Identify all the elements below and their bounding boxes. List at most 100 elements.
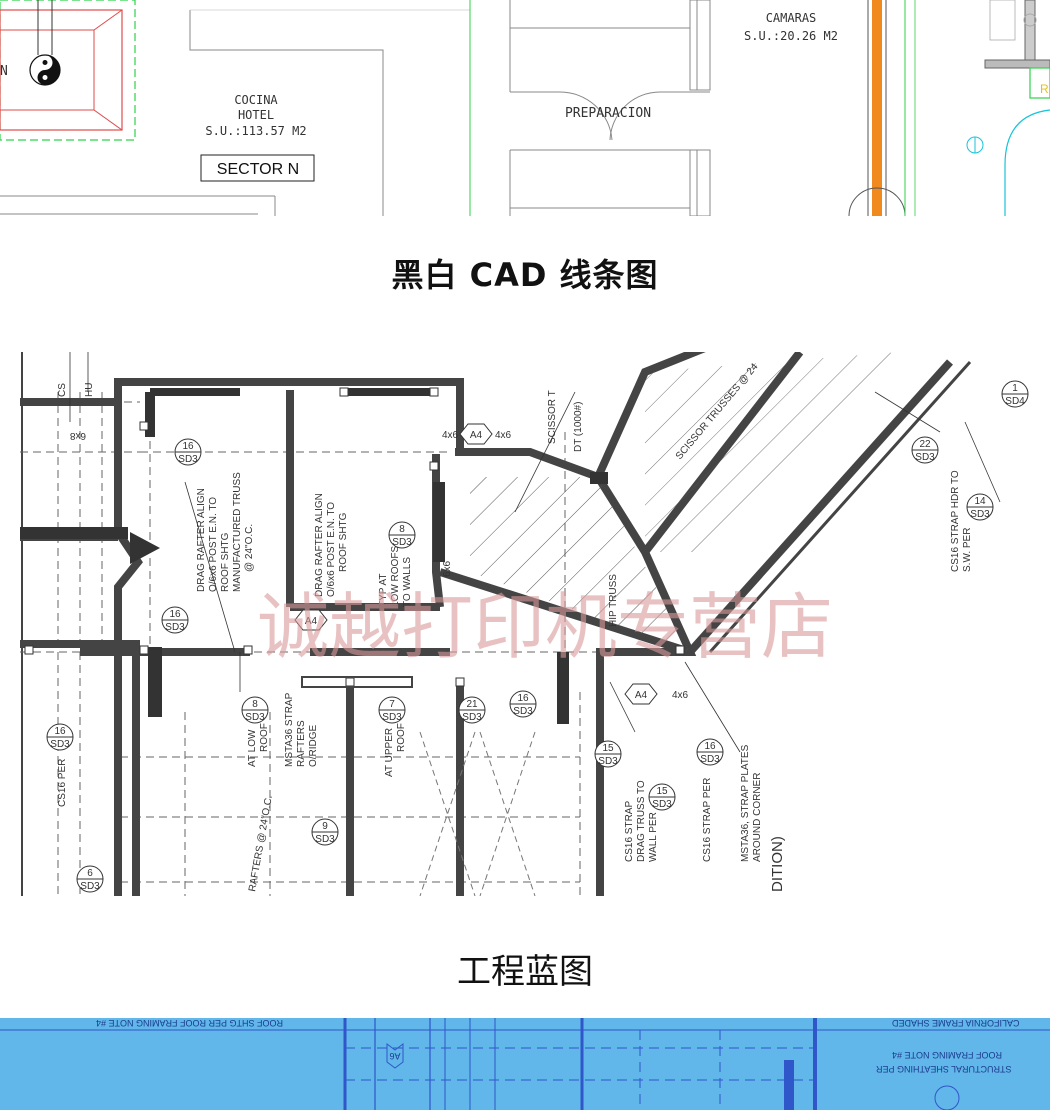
hex-tag	[624, 683, 658, 705]
eng-wall	[687, 359, 953, 655]
blueprint-note: ROOF SHTG PER ROOF FRAMING NOTE #4	[96, 1018, 283, 1028]
hex-tag	[294, 609, 328, 631]
eng-label: O/RIDGE	[308, 724, 319, 767]
eng-wall	[708, 360, 972, 654]
eng-post	[557, 652, 569, 724]
cad-wall	[689, 149, 711, 216]
eng-label: CS	[57, 383, 68, 397]
eng-label: CS16 STRAP	[624, 801, 635, 862]
eng-label: AT LOW	[247, 729, 258, 767]
caption-cad: 黑白 CAD 线条图	[391, 256, 659, 294]
eng-label: HU	[84, 383, 95, 397]
eng-hatch	[470, 477, 690, 652]
room-sub: HOTEL	[238, 108, 274, 122]
cad-floorplan: N COCINA HOTEL S.U.:113.57 M2 SECTOR N P…	[0, 0, 1050, 216]
eng-label: 4x6	[442, 430, 459, 441]
svg-text:SD4: SD4	[1005, 396, 1025, 407]
door-swing	[609, 91, 661, 141]
eng-label: TYP AT	[378, 573, 389, 607]
eng-hatch	[645, 352, 900, 552]
eng-label: 4x6	[495, 430, 512, 441]
eng-label: HIP TRUSS	[608, 574, 619, 627]
eng-label: ROOF	[396, 723, 407, 752]
blueprint-hex-tag	[386, 1043, 404, 1069]
cad-wall	[189, 10, 384, 216]
blueprint-note: CALIFORNIA FRAME SHADED	[892, 1018, 1020, 1028]
caption-engineering: 工程蓝图	[457, 952, 593, 992]
svg-text:SD3: SD3	[245, 712, 265, 723]
svg-text:SD3: SD3	[50, 739, 70, 750]
eng-label: DITION)	[769, 836, 786, 892]
cad-counter	[984, 59, 1050, 69]
sector-label: SECTOR N	[217, 161, 299, 178]
cad-edge-letter: N	[0, 64, 8, 79]
svg-text:6: 6	[87, 868, 93, 879]
svg-text:8: 8	[399, 524, 405, 535]
blueprint-note: ROOF FRAMING NOTE #4	[892, 1050, 1002, 1060]
svg-text:SD3: SD3	[165, 622, 185, 633]
svg-text:16: 16	[54, 726, 66, 737]
eng-leaders	[69, 352, 1001, 753]
room-name: COCINA	[234, 93, 278, 107]
svg-text:SD3: SD3	[382, 712, 402, 723]
svg-text:SD3: SD3	[392, 537, 412, 548]
svg-text:16: 16	[517, 693, 529, 704]
svg-text:1: 1	[1012, 383, 1018, 394]
eng-label: DRAG RAFTER ALIGN	[314, 493, 325, 597]
cad-line-drawing: N COCINA HOTEL S.U.:113.57 M2 SECTOR N P…	[0, 0, 1050, 216]
yin-yang-icon	[29, 54, 61, 86]
cad-cyan-fixture	[1004, 109, 1050, 216]
eng-beam	[150, 388, 240, 396]
svg-text:SD3: SD3	[598, 756, 618, 767]
eng-nail-marks	[24, 387, 685, 687]
svg-text:SD3: SD3	[80, 881, 100, 892]
svg-text:SD3: SD3	[178, 454, 198, 465]
svg-text:SD3: SD3	[970, 509, 990, 520]
eng-label: LOW ROOFS	[390, 546, 401, 607]
blueprint-drawing: A6 ROOF SHTG PER ROOF FRAMING NOTE #4 CA…	[0, 1018, 1050, 1110]
blueprint-note: STRUCTURAL SHEATHING PER	[876, 1064, 1012, 1074]
eng-label: RAFTERS @ 24"O.C.	[247, 794, 275, 892]
cad-edge-letter-right: R	[1040, 82, 1049, 96]
eng-label: S.W. PER	[962, 528, 973, 572]
blueprint-callout	[934, 1085, 960, 1110]
room-area: S.U.:113.57 M2	[205, 124, 306, 138]
cad-wall	[689, 0, 711, 91]
cad-green-outline	[0, 0, 136, 141]
engineering-drawing: CS HU 6x8 SCISSOR T DT (1000#) SCISSOR T…	[20, 352, 1050, 896]
eng-label: AT UPPER	[384, 728, 395, 777]
eng-label: CS16 STRAP PER	[702, 778, 713, 862]
engineering-plan: CS HU 6x8 SCISSOR T DT (1000#) SCISSOR T…	[20, 352, 1029, 896]
svg-text:7: 7	[389, 699, 395, 710]
eng-label: ROOF SHTG	[220, 532, 231, 592]
eng-label: 6x6	[442, 560, 453, 577]
svg-text:14: 14	[974, 496, 986, 507]
cad-green-box	[1029, 67, 1050, 99]
cad-column	[1024, 0, 1036, 61]
cad-fixture	[1023, 13, 1037, 27]
eng-label: MANUFACTURED TRUSS	[232, 472, 243, 592]
eng-label: AROUND CORNER	[752, 773, 763, 862]
hex-tag-label: A4	[470, 430, 483, 441]
svg-text:SD3: SD3	[462, 712, 482, 723]
eng-post	[433, 482, 445, 562]
eng-post	[145, 392, 155, 437]
svg-text:SD3: SD3	[315, 834, 335, 845]
eng-label: @ 24"O.C.	[244, 524, 255, 572]
eng-beam	[20, 527, 128, 539]
eng-label: 4x6	[672, 690, 689, 701]
svg-text:SD3: SD3	[915, 452, 935, 463]
eng-label: CS16 STRAP HDR TO	[950, 470, 961, 572]
eng-label: ROOF SHTG	[338, 512, 349, 572]
eng-label: RAFTERS	[296, 720, 307, 767]
